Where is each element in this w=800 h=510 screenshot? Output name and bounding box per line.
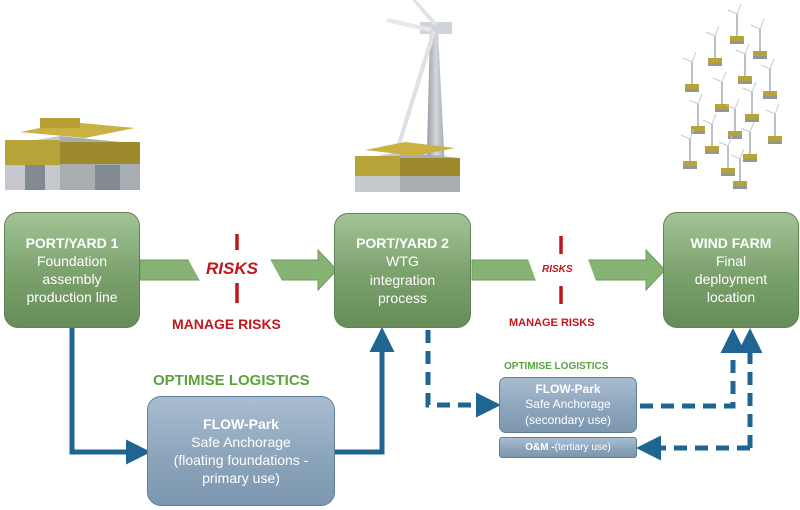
om-node: O&M - (tertiary use) — [499, 437, 637, 458]
mini-turbine-icon — [730, 148, 747, 189]
mini-turbine-icon — [735, 43, 752, 84]
port-yard-1-line: production line — [26, 289, 118, 306]
flowpark-primary-node: FLOW-Park Safe Anchorage (floating found… — [147, 396, 335, 506]
port-yard-1-line: Foundation — [36, 252, 108, 269]
mini-turbine-icon — [702, 113, 719, 154]
flowpark-primary-line: Safe Anchorage — [191, 433, 291, 450]
flow-port1-to-flowpark — [69, 328, 151, 465]
green-arrow-port2-to-farm — [471, 248, 666, 292]
mini-turbine-icon — [718, 135, 735, 176]
mini-turbine-icon — [705, 25, 722, 66]
wind-farm-line: deployment — [694, 271, 768, 287]
port-yard-2-line: process — [377, 289, 428, 306]
mini-turbine-icon — [765, 103, 782, 144]
flowpark-secondary-line: (secondary use) — [524, 412, 612, 427]
flow-secondary-flowpark-to-farm — [640, 328, 746, 409]
flowpark-primary-line: primary use) — [202, 470, 280, 487]
flowpark-secondary-title: FLOW-Park — [535, 381, 601, 396]
om-subtitle: (tertiary use) — [554, 442, 611, 453]
mini-turbine-icon — [725, 98, 742, 139]
mini-turbine-icon — [688, 93, 705, 134]
risks-label-2: RISKS — [542, 264, 573, 275]
port-yard-2-line: WTG — [386, 253, 419, 270]
mini-turbine-icon — [712, 71, 729, 112]
mini-turbine-icon — [750, 18, 767, 59]
wind-farm-line: Final — [715, 252, 747, 269]
mini-turbine-icon — [682, 51, 699, 92]
wind-farm-array-icon — [680, 3, 782, 189]
port-yard-2-line: integration — [369, 271, 436, 288]
flowpark-secondary-node: FLOW-Park Safe Anchorage (secondary use) — [499, 377, 637, 433]
wind-farm-line: location — [706, 289, 756, 306]
manage-risks-label-2: MANAGE RISKS — [509, 317, 595, 329]
port-yard-1-title: PORT/YARD 1 — [25, 234, 119, 251]
mini-turbine-icon — [740, 121, 757, 162]
mini-turbine-icon — [760, 58, 777, 99]
risks-label-1: RISKS — [206, 259, 258, 278]
port-yard-2-title: PORT/YARD 2 — [356, 235, 449, 252]
foundation-with-turbine-icon — [355, 0, 460, 192]
floating-foundation-icon — [5, 118, 140, 190]
port-yard-2-node: PORT/YARD 2 WTG integration process — [334, 213, 471, 328]
mini-turbine-icon — [727, 3, 744, 44]
om-title: O&M - — [525, 442, 555, 453]
port-yard-1-line: assembly — [42, 271, 102, 287]
port-yard-1-node: PORT/YARD 1 Foundation assembly producti… — [4, 212, 140, 328]
flow-flowpark-to-port2 — [334, 327, 395, 455]
flowpark-primary-title: FLOW-Park — [203, 415, 279, 432]
flow-port2-to-secondary-flowpark — [425, 330, 501, 418]
flowpark-secondary-line: Safe Anchorage — [525, 397, 611, 412]
flowpark-primary-line: (floating foundations - — [173, 452, 309, 468]
mini-turbine-icon — [742, 81, 759, 122]
green-arrow-port1-to-port2 — [139, 248, 338, 292]
wind-farm-title: WIND FARM — [690, 234, 772, 251]
mini-turbine-icon — [680, 128, 697, 169]
wind-farm-node: WIND FARM Final deployment location — [663, 212, 799, 328]
optimise-logistics-label-1: OPTIMISE LOGISTICS — [153, 372, 310, 389]
manage-risks-label-1: MANAGE RISKS — [172, 316, 281, 332]
optimise-logistics-label-2: OPTIMISE LOGISTICS — [504, 361, 609, 372]
